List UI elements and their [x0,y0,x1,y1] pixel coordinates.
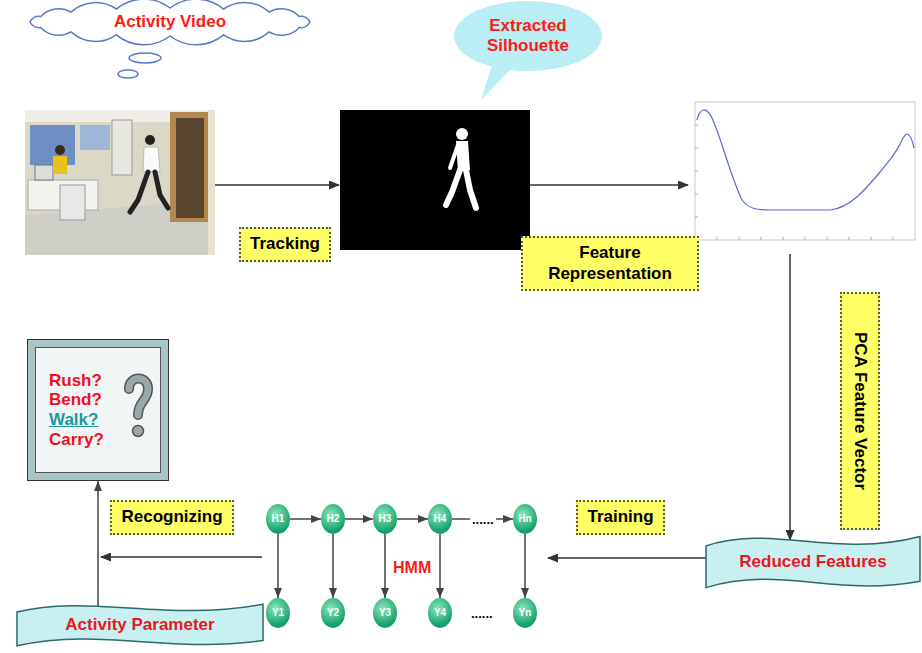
silhouette-leg [446,170,460,205]
cabinet [60,185,85,220]
door-frame [170,112,210,222]
ellipsis-label: ...... [471,607,493,620]
flow-arrow [215,184,339,186]
data-banner: Activity Parameter [15,599,265,651]
node-text: Yn [519,608,532,618]
wall [208,110,215,255]
node-text: Y3 [379,608,391,618]
banner-shape [17,604,263,646]
thought-dot [129,53,161,63]
silhouette-head [456,128,468,140]
hidden-state: H1 [266,504,290,534]
connector [332,534,334,598]
hidden-state: Hn [513,504,537,534]
person-head [55,145,65,155]
bubble-shape [454,1,602,71]
walker-leg [155,172,168,208]
cloud-shape [30,0,310,45]
flow-arrow [101,556,262,558]
observation-state: Y3 [373,598,397,628]
observation-state: Y1 [266,598,290,628]
node-text: H3 [379,514,392,524]
data-banner: Reduced Features [704,530,922,594]
question-mark-edge [129,379,148,416]
step-label: PCA Feature Vector [840,292,880,530]
node-text: Walk? [49,410,98,430]
hidden-state: H3 [373,504,397,534]
hidden-state: H4 [428,504,452,534]
activity-box: Rush?Bend?Walk?Carry? [28,340,168,480]
cloud-callout: Activity Video [20,0,320,44]
node-text: Extracted Silhouette [475,16,581,57]
question-mark-dot [133,426,144,437]
node-text: Recognizing [121,507,222,527]
silhouette-frame [340,110,530,250]
node-text: H4 [434,514,447,524]
door [176,118,204,218]
connector [290,518,321,520]
window [80,125,110,150]
node-text: Rush? [49,371,102,391]
person-body [53,156,67,174]
speech-bubble: Extracted Silhouette [453,0,603,72]
board [30,125,75,165]
node-text: Y4 [434,608,446,618]
flow-arrow [789,254,791,540]
monitor [35,165,53,180]
observation-state: Y2 [321,598,345,628]
node-text: Feature Representation [532,243,688,284]
walker-shirt [143,147,160,172]
shelf [112,120,132,175]
flow-arrow [530,184,688,186]
walker-head [145,135,155,145]
plot-area [680,95,922,252]
node-text: H2 [327,514,340,524]
banner-shape [706,536,920,587]
connector [397,518,428,520]
connector [524,534,526,598]
silhouette-leg [466,170,476,208]
connector [439,534,441,598]
hidden-state: H2 [321,504,345,534]
step-label: Training [576,500,665,535]
connector [345,518,373,520]
connector [97,481,99,610]
step-label: Feature Representation [521,236,699,291]
node-text: Bend? [49,390,102,410]
node-text: Y1 [272,608,284,618]
node-text: Training [587,507,653,527]
plot-axes [695,102,915,240]
video-frame [25,110,215,255]
node-text: H1 [272,514,285,524]
node-text: Activity Parameter [65,615,214,635]
node-text: Hn [518,514,531,524]
edge-label: ...... [470,513,496,526]
node-text: PCA Feature Vector [850,332,870,490]
connector [277,534,279,598]
question-mark-body [129,379,148,416]
silhouette-arm [450,145,458,168]
node-text: Reduced Features [739,552,886,572]
observation-state: Y4 [428,598,452,628]
walker-leg [130,172,148,212]
connector [384,534,386,598]
feature-curve [697,110,914,210]
flow-arrow [548,557,706,559]
node-text: Tracking [250,234,320,254]
observation-state: Yn [513,598,537,628]
step-label: Tracking [239,227,331,262]
question-icon [123,371,153,443]
step-label: Recognizing [110,500,234,535]
thought-dot [118,70,138,78]
node-text: Activity Video [114,12,226,32]
hmm-label: HMM [393,560,431,576]
node-text: Y2 [327,608,339,618]
plot-ticks [695,125,893,240]
node-text: Carry? [49,430,104,450]
